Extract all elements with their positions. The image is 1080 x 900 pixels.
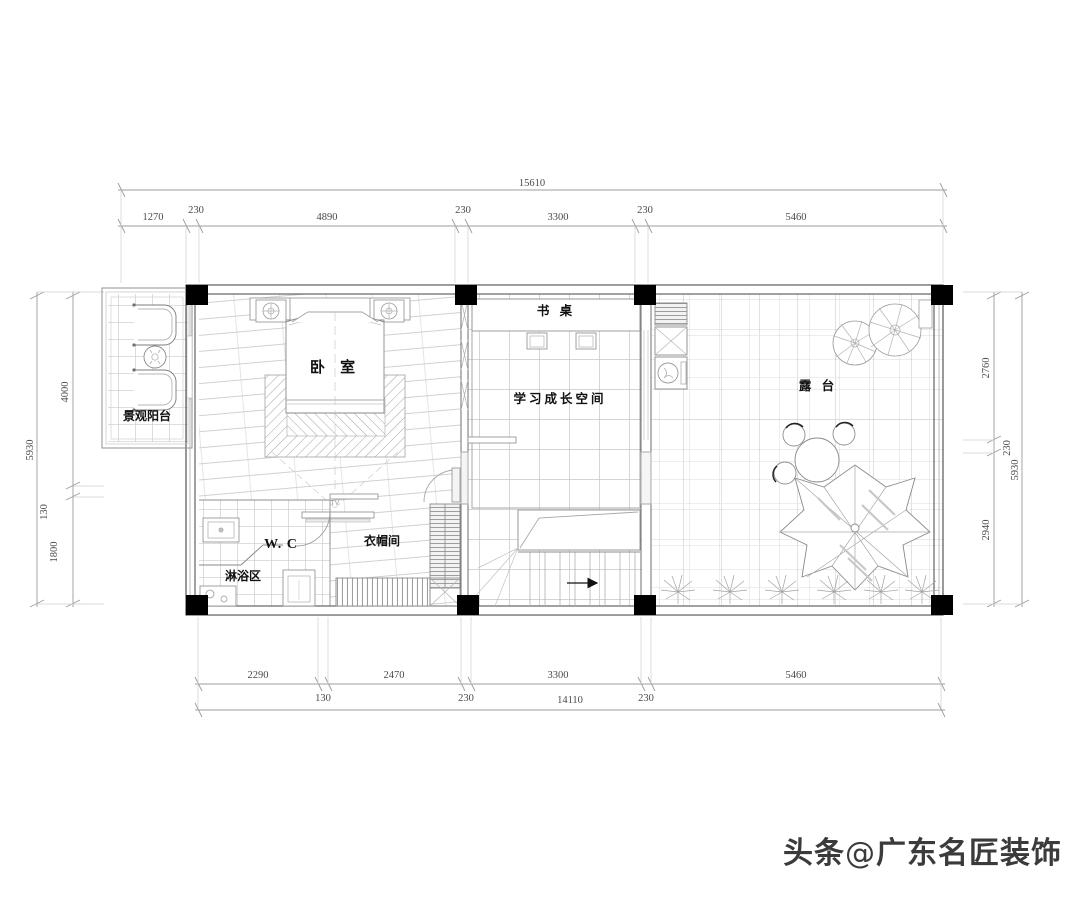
terrace-planters <box>660 574 940 604</box>
watermark-at-symbol: @ <box>845 836 876 871</box>
room-label-balcony: 景观阳台 <box>123 408 171 423</box>
partition-bedroom-study <box>460 294 469 606</box>
wc-vanity <box>202 517 240 543</box>
dim-bottom-sub-2: 230 <box>638 693 654 704</box>
dim-right-seg-0: 2760 <box>981 358 992 379</box>
terrace-table-set <box>772 421 856 485</box>
dim-bottom-sub-1: 230 <box>458 693 474 704</box>
watermark-brand: 广东名匠装饰 <box>876 836 1062 871</box>
column-top-3 <box>634 285 656 305</box>
column-top-2 <box>455 285 477 305</box>
room-label-terrace: 露 台 <box>799 378 837 393</box>
dimension-top: 15610 1270 230 4890 <box>117 178 948 283</box>
dim-bottom-seg-1: 2470 <box>384 670 405 681</box>
dim-right-seg-1: 230 <box>1002 440 1013 456</box>
study-inner-outline <box>471 330 641 509</box>
shower-tray <box>199 585 237 607</box>
dim-bottom-seg-0: 2290 <box>248 670 269 681</box>
dim-top-seg-4: 3300 <box>548 212 569 223</box>
dim-top-seg-2: 4890 <box>317 212 338 223</box>
shower-partition <box>199 544 283 566</box>
room-label-desk: 书 桌 <box>537 303 575 318</box>
utility-stack <box>654 302 688 390</box>
structural-columns <box>186 285 953 615</box>
room-label-closet: 衣帽间 <box>364 533 400 548</box>
watermark: 头条@广东名匠装饰 <box>783 828 1062 872</box>
terrace-tree-right <box>868 303 922 357</box>
column-top-1 <box>186 285 208 305</box>
wardrobe-tall <box>429 503 461 589</box>
dim-top-seg-6: 5460 <box>786 212 807 223</box>
dim-right-total: 5930 <box>1010 460 1021 481</box>
floor-study <box>468 292 642 608</box>
dim-top-seg-0: 1270 <box>143 212 164 223</box>
dimension-left: 5930 4000 130 1800 <box>25 291 104 608</box>
balcony-table <box>143 345 167 369</box>
study-ledge <box>467 436 517 444</box>
wardrobe-low <box>335 577 431 607</box>
dim-top-seg-3: 230 <box>455 205 471 216</box>
dimension-right: 5930 2760 230 2940 <box>963 291 1030 608</box>
closet-corner-box <box>429 577 461 607</box>
dim-bottom-seg-3: 5460 <box>786 670 807 681</box>
terrace-corner-fixture <box>918 299 933 329</box>
wc-door <box>295 511 331 547</box>
column-bottom-1 <box>186 595 208 615</box>
balcony-chair-upper <box>132 303 177 347</box>
tv-label: TV <box>331 500 340 507</box>
plan-body: 景观阳台 <box>101 284 953 616</box>
desk-unit <box>471 298 641 332</box>
nightstand-right <box>373 299 405 323</box>
dim-bottom-total: 14110 <box>557 695 583 706</box>
dim-bottom-sub-0: 130 <box>315 693 331 704</box>
dim-left-seg-0: 4000 <box>60 382 71 403</box>
room-label-bedroom: 卧 室 <box>310 358 360 376</box>
room-label-wc: W. C <box>264 537 298 552</box>
dim-bottom-seg-2: 3300 <box>548 670 569 681</box>
balcony-chair-lower <box>132 368 177 412</box>
dim-left-total: 5930 <box>25 440 36 461</box>
column-bottom-4 <box>931 595 953 615</box>
dim-top-seg-1: 230 <box>188 205 204 216</box>
room-label-shower: 淋浴区 <box>225 568 261 583</box>
desk-chair-left <box>526 332 548 350</box>
terrace-umbrella <box>779 464 931 591</box>
bedroom-door <box>423 467 461 503</box>
room-label-study: 学习成长空间 <box>513 391 606 406</box>
dim-left-seg-1: 130 <box>39 504 50 520</box>
partition-study-terrace <box>460 294 652 606</box>
nightstand-left <box>255 299 287 323</box>
staircase <box>471 509 641 607</box>
desk-chair-right <box>575 332 597 350</box>
column-bottom-2 <box>457 595 479 615</box>
dim-right-seg-2: 2940 <box>981 520 992 541</box>
dim-top-total: 15610 <box>519 178 545 189</box>
closet-shelf <box>329 493 379 500</box>
column-bottom-3 <box>634 595 656 615</box>
column-top-4 <box>931 285 953 305</box>
watermark-prefix: 头条 <box>783 836 845 871</box>
toilet <box>282 569 316 607</box>
bed <box>285 311 385 500</box>
dim-left-seg-2: 1800 <box>49 542 60 563</box>
dim-top-seg-5: 230 <box>637 205 653 216</box>
balcony-sliding-door <box>186 335 193 400</box>
dimension-bottom: 2290 2470 3300 5460 130 230 230 14110 <box>194 617 946 718</box>
